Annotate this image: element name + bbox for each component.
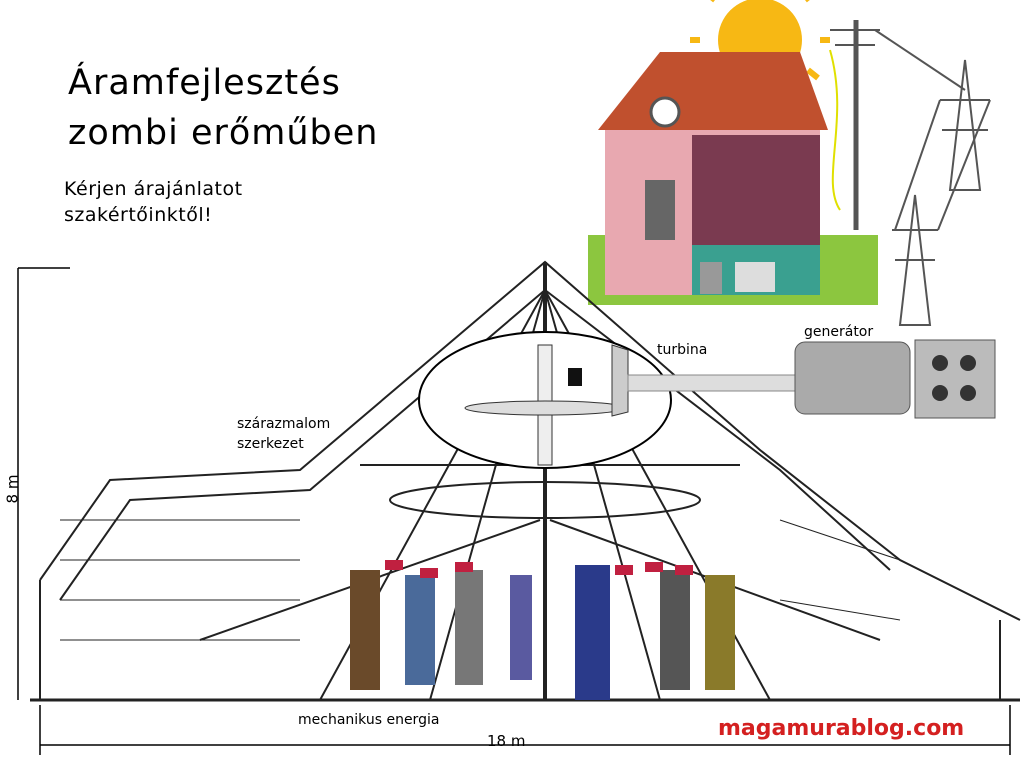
house-illustration [588, 52, 878, 305]
mill-label-line-1: szárazmalom [237, 416, 331, 432]
mill-label-line-2: szerkezet [237, 436, 304, 452]
title-line-2: zombi erőműben [68, 113, 379, 153]
mechanical-energy-label: mechanikus energia [298, 712, 440, 728]
generator-label: generátor [804, 324, 874, 340]
width-dimension: 18 m [487, 732, 526, 750]
power-lines [830, 20, 991, 326]
page-title: Áramfejlesztés zombi erőműben [68, 58, 379, 158]
turbine-label: turbina [657, 342, 708, 358]
zombie-figures [350, 560, 735, 700]
mill-label: szárazmalom szerkezet [237, 414, 330, 454]
subtitle-line-1: Kérjen árajánlatot [64, 178, 243, 200]
brand-watermark: magamurablog.com [718, 716, 965, 741]
dimension-lines [17, 267, 1011, 755]
turbine-detail [418, 331, 672, 469]
height-dimension: 8 m [3, 474, 22, 504]
generator-illustration [794, 339, 996, 419]
drive-shaft [627, 374, 799, 392]
subtitle: Kérjen árajánlatot szakértőinktől! [64, 176, 243, 228]
subtitle-line-2: szakértőinktől! [64, 204, 213, 226]
title-line-1: Áramfejlesztés [68, 63, 341, 103]
